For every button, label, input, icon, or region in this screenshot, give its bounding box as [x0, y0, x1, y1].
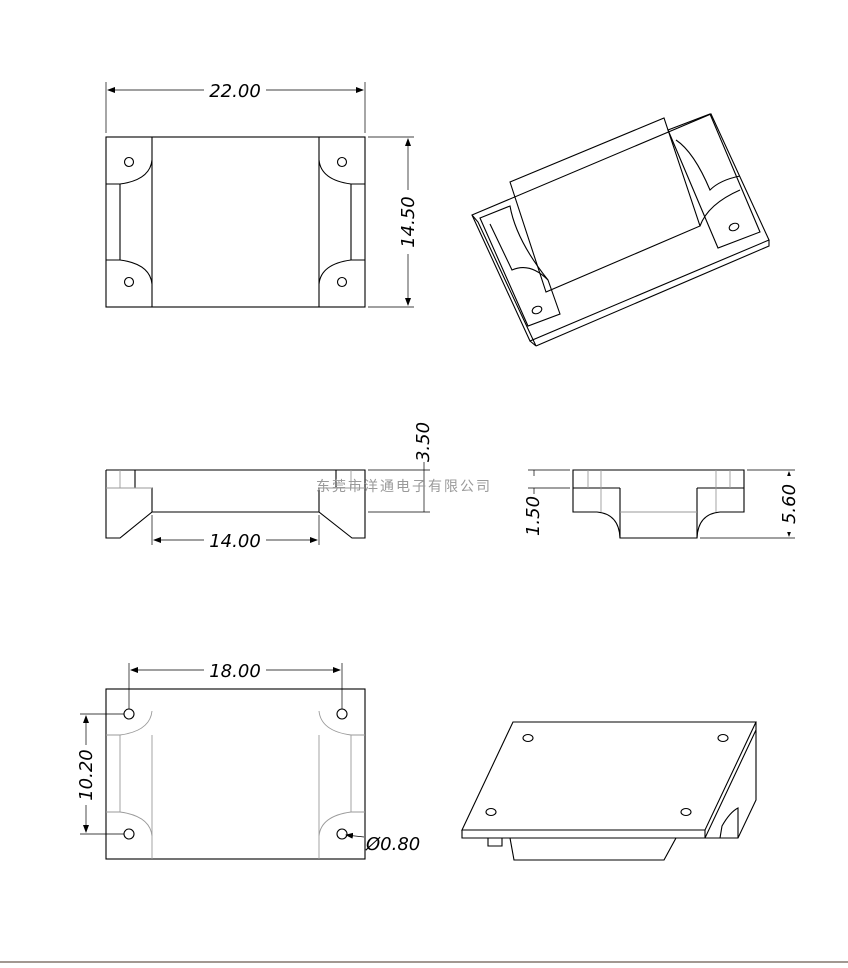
iso-view-bottom	[461, 721, 757, 861]
dim-side-height: 5.60	[700, 469, 800, 539]
dim-label-front-inner: 14.00	[209, 531, 261, 552]
dim-label-top-width: 22.00	[209, 81, 261, 102]
dim-label-hole-span-x: 18.00	[209, 661, 261, 682]
dim-label-top-height: 14.50	[398, 196, 419, 248]
dim-hole-span-y: 10.20	[76, 713, 124, 835]
dim-label-hole-span-y: 10.20	[76, 749, 97, 801]
iso-view-top	[471, 113, 770, 347]
dim-front-inner: 14.00	[151, 515, 320, 552]
dim-top-width: 22.00	[105, 80, 366, 133]
dim-hole-span-x: 18.00	[128, 660, 343, 709]
watermark: 东莞市洋通电子有限公司	[316, 478, 492, 495]
side-view	[572, 469, 745, 539]
bottom-view	[105, 688, 366, 860]
top-view	[105, 136, 366, 308]
dim-side-step: 1.50	[523, 469, 570, 536]
dim-label-hole-dia: Ø0.80	[365, 834, 420, 855]
dim-hole-dia: Ø0.80	[345, 832, 420, 855]
dim-front-height: 3.50	[368, 422, 434, 513]
dim-top-height: 14.50	[368, 136, 419, 308]
front-view	[105, 469, 366, 539]
dim-label-front-height: 3.50	[413, 422, 434, 462]
dim-label-side-step: 1.50	[523, 496, 544, 536]
dim-label-side-height: 5.60	[779, 484, 800, 524]
